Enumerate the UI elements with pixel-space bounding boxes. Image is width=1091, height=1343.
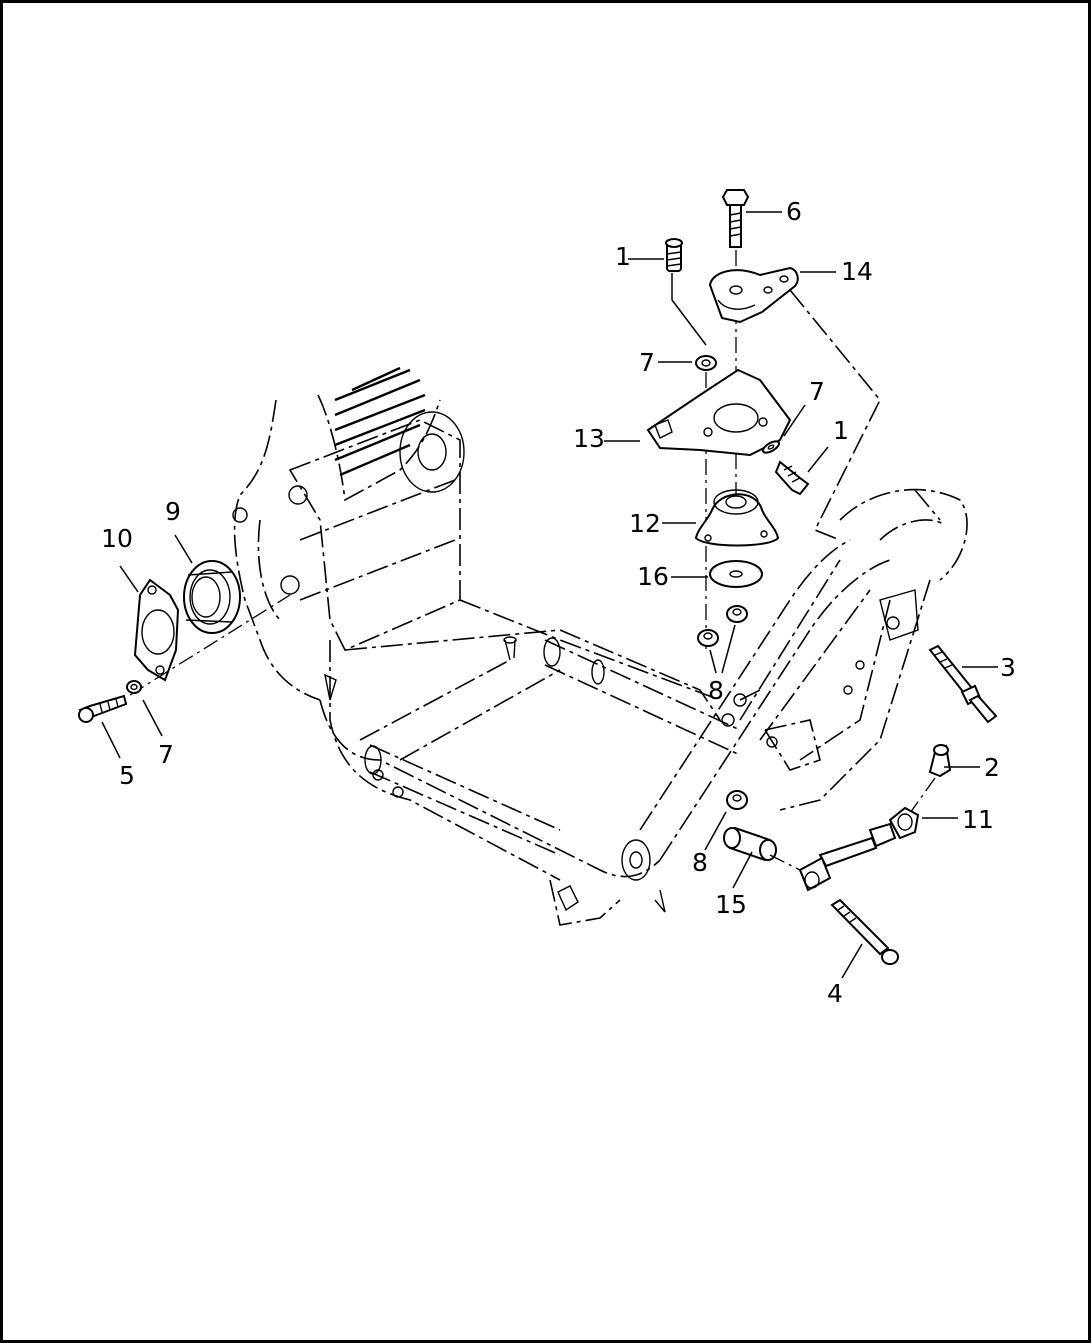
part-10-flange <box>133 578 180 682</box>
part-5-screw-left <box>78 594 291 723</box>
part-9-bearing <box>183 560 241 634</box>
part-7-washer-top <box>695 355 717 650</box>
part-16-washer <box>709 560 763 588</box>
part-1-screw-top <box>665 238 707 346</box>
part-7-washer-left <box>126 680 142 694</box>
part-8-nuts-top <box>697 605 748 674</box>
callout-labels: 1 6 14 7 7 1 13 12 16 8 9 10 3 5 7 2 11 … <box>101 197 1016 1008</box>
part-2-screw <box>904 744 952 821</box>
callout-12: 12 <box>629 509 661 538</box>
callout-7-right: 7 <box>809 377 825 406</box>
callout-14: 14 <box>841 257 873 286</box>
callout-2: 2 <box>984 753 1000 782</box>
callout-1-right: 1 <box>833 416 849 445</box>
callout-8-top: 8 <box>708 676 724 705</box>
callout-4: 4 <box>827 979 843 1008</box>
part-4-bolt <box>830 898 899 965</box>
part-7-washer-right <box>761 440 781 454</box>
callout-9: 9 <box>165 497 181 526</box>
callout-10: 10 <box>101 524 133 553</box>
callout-7-top: 7 <box>639 348 655 377</box>
callout-5: 5 <box>119 761 135 790</box>
engine-fins <box>334 366 426 477</box>
part-13-plate <box>646 368 792 457</box>
callout-6: 6 <box>786 197 802 226</box>
callout-11: 11 <box>962 805 994 834</box>
part-14-mount-bracket <box>708 266 799 324</box>
part-3-stud <box>928 644 998 724</box>
callout-7-left: 7 <box>158 740 174 769</box>
part-8-nut-bottom <box>726 790 748 810</box>
part-6-bolt <box>721 189 750 520</box>
motorcycle-frame <box>232 289 968 926</box>
part-11-tie-rod <box>798 806 920 892</box>
part-15-spacer <box>723 826 801 871</box>
part-12-isolator <box>694 489 780 547</box>
callout-leaders <box>101 211 998 979</box>
callout-16: 16 <box>637 562 669 591</box>
callout-13: 13 <box>573 424 605 453</box>
part-1-screw-right <box>774 460 810 496</box>
callout-1-top: 1 <box>615 242 631 271</box>
callout-15: 15 <box>715 890 747 919</box>
callout-8-bottom: 8 <box>692 848 708 877</box>
callout-3: 3 <box>1000 653 1016 682</box>
